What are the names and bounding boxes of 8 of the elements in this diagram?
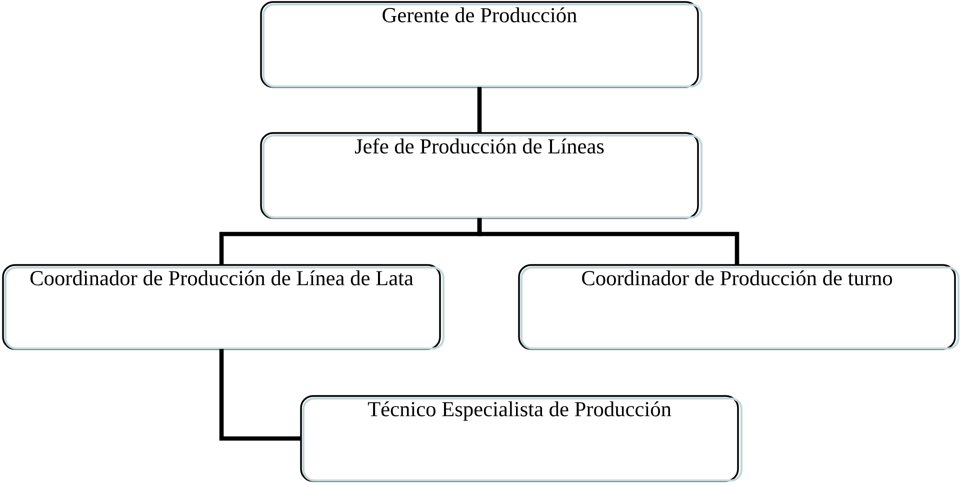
connector-line xyxy=(477,218,740,265)
connector-line xyxy=(477,87,482,133)
org-box: Técnico Especialista de Producción xyxy=(300,395,742,482)
org-box: Jefe de Producción de Líneas xyxy=(260,132,702,219)
org-box: Gerente de Producción xyxy=(260,1,702,88)
org-box: Coordinador de Producción de turno xyxy=(518,264,960,350)
org-box: Coordinador de Producción de Línea de Lata xyxy=(2,264,444,350)
connector-line xyxy=(219,349,301,441)
